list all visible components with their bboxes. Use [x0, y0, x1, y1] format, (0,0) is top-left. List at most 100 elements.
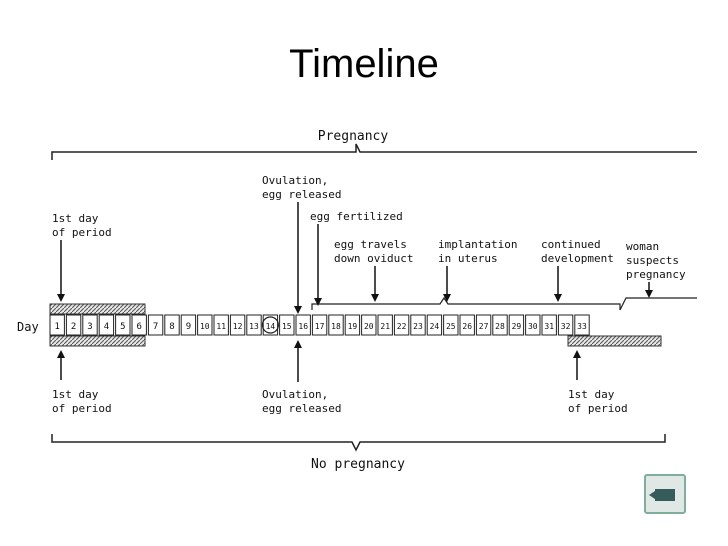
svg-text:suspects: suspects	[626, 254, 679, 267]
svg-text:Ovulation,: Ovulation,	[262, 388, 328, 401]
svg-text:egg fertilized: egg fertilized	[310, 210, 403, 223]
day-box	[98, 314, 115, 336]
no-pregnancy-brace-label: No pregnancy	[311, 457, 405, 472]
day-number: 2	[71, 322, 76, 332]
day-box	[311, 314, 328, 336]
day-number: 28	[495, 322, 505, 331]
svg-text:egg released: egg released	[262, 402, 341, 415]
day-number: 17	[315, 322, 325, 331]
day-number: 19	[348, 322, 358, 331]
day-box	[557, 314, 574, 336]
day-box	[426, 314, 443, 336]
day-box	[262, 314, 279, 336]
slide-title: Timeline	[289, 42, 439, 86]
annotation-period-start-top: 1st day of period	[52, 212, 112, 302]
ovulation-day-circle	[261, 316, 279, 334]
day-number: 1	[54, 322, 59, 332]
svg-text:Ovulation,: Ovulation,	[262, 174, 328, 187]
day-box	[49, 314, 65, 336]
day-box	[328, 314, 344, 336]
annotation-travels: egg travels down oviduct	[334, 238, 413, 302]
day-box	[361, 314, 377, 336]
day-number: 11	[216, 322, 226, 331]
day-number: 13	[249, 322, 259, 331]
day-box	[131, 314, 147, 336]
day-number: 18	[331, 322, 341, 331]
svg-text:woman: woman	[626, 240, 659, 253]
annotation-period-start-bottom: 1st day of period	[52, 350, 112, 415]
svg-text:down oviduct: down oviduct	[334, 252, 413, 265]
svg-text:continued: continued	[541, 238, 601, 251]
day-box	[492, 314, 508, 336]
svg-text:of period: of period	[52, 226, 112, 239]
post-ovulation-bracket	[311, 296, 697, 311]
day-number: 31	[544, 322, 554, 331]
day-number: 23	[413, 322, 423, 331]
svg-text:1st day: 1st day	[52, 388, 99, 401]
svg-text:of period: of period	[52, 402, 112, 415]
day-box	[459, 314, 475, 336]
annotation-suspects: woman suspects pregnancy	[626, 240, 686, 298]
pregnancy-brace-label: Pregnancy	[318, 129, 389, 144]
svg-text:egg released: egg released	[262, 188, 341, 201]
day-number: 27	[479, 322, 489, 331]
day-number: 20	[364, 322, 374, 331]
day-number: 29	[512, 322, 522, 331]
day-number: 24	[430, 322, 440, 331]
day-number: 33	[577, 322, 587, 331]
day-number: 12	[233, 322, 243, 331]
annotation-implantation: implantation in uterus	[438, 238, 517, 302]
day-box	[541, 314, 557, 336]
video-camera-button[interactable]	[644, 474, 686, 514]
svg-text:in uterus: in uterus	[438, 252, 498, 265]
svg-text:of period: of period	[568, 402, 628, 415]
day-number: 8	[169, 322, 174, 332]
day-box	[246, 314, 262, 336]
day-box	[443, 314, 459, 336]
day-number: 32	[561, 322, 571, 331]
annotation-next-period: 1st day of period	[568, 350, 628, 415]
day-box	[65, 314, 82, 336]
day-number: 15	[282, 322, 292, 331]
next-period-band	[567, 335, 662, 347]
video-camera-icon	[649, 489, 675, 501]
day-box	[475, 314, 492, 336]
annotation-ovulation-bottom: Ovulation, egg released	[262, 340, 341, 415]
day-number: 4	[104, 322, 109, 332]
day-box	[279, 314, 295, 336]
annotation-ovulation-top: Ovulation, egg released	[262, 174, 341, 314]
day-number: 5	[120, 322, 125, 332]
period-band-top	[49, 303, 146, 315]
annotation-continued: continued development	[541, 238, 614, 302]
pregnancy-brace	[51, 143, 697, 160]
day-number: 10	[200, 322, 210, 331]
day-box	[295, 314, 311, 336]
svg-text:implantation: implantation	[438, 238, 517, 251]
day-box	[393, 314, 410, 336]
day-box	[213, 314, 229, 336]
day-box	[164, 314, 180, 336]
day-box	[147, 314, 164, 336]
day-number: 21	[380, 322, 390, 331]
day-number: 16	[298, 322, 308, 331]
day-number: 30	[528, 322, 538, 331]
day-number: 26	[462, 322, 472, 331]
annotation-fertilized: egg fertilized	[310, 210, 403, 306]
day-number: 9	[186, 322, 191, 332]
day-box	[197, 314, 213, 336]
svg-text:egg travels: egg travels	[334, 238, 407, 251]
day-box	[508, 314, 525, 336]
day-box	[180, 314, 197, 336]
svg-text:1st day: 1st day	[568, 388, 615, 401]
day-number: 3	[87, 322, 92, 332]
day-number: 7	[153, 322, 158, 332]
day-axis-label: Day	[17, 320, 39, 334]
day-number: 22	[397, 322, 407, 331]
day-box	[82, 314, 98, 336]
period-band-bottom	[49, 335, 146, 347]
day-box	[525, 314, 541, 336]
no-pregnancy-brace	[51, 434, 666, 452]
